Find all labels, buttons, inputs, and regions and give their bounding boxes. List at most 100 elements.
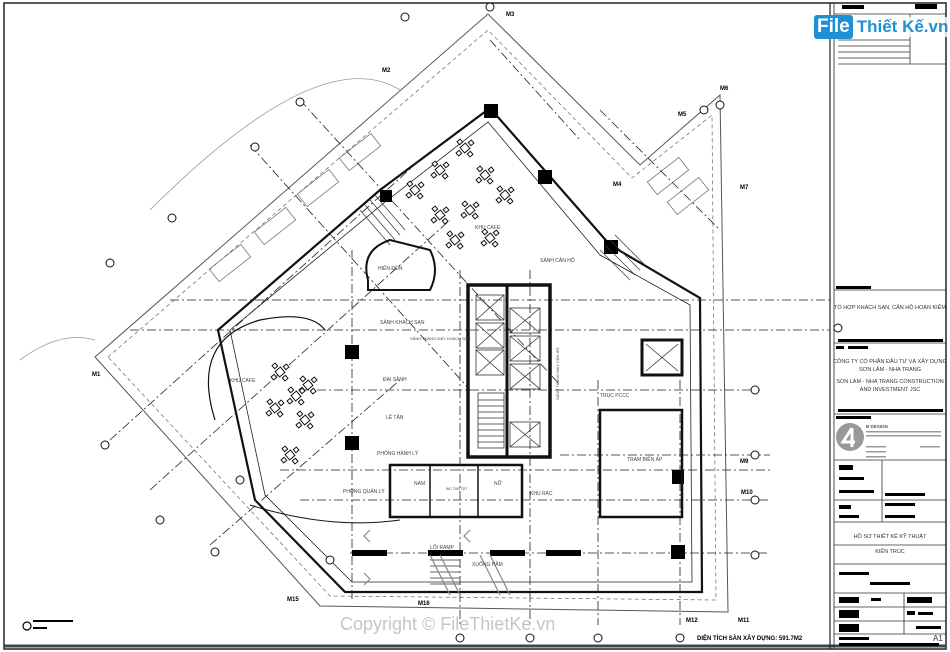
- cafe-table: [445, 230, 465, 250]
- axis-label: M11: [738, 618, 750, 624]
- cafe-table: [270, 362, 290, 382]
- area-note: DIỆN TÍCH SÀN XÂY DỰNG: 591.7M2: [697, 634, 803, 642]
- cafe-table: [430, 205, 450, 225]
- watermark: Copyright © FileThietKe.vn: [340, 614, 555, 634]
- grid-bubble: [750, 385, 760, 395]
- title-block: TỔ HỢP KHÁCH SẠN, CĂN HỘ HOÀN KIẾM CÔNG …: [829, 3, 947, 649]
- grid-lines: [109, 39, 830, 625]
- room-label: KHU CAFE: [230, 378, 256, 384]
- company-name-en: SON LAM - NHA TRANG CONSTRUCTION: [836, 379, 943, 385]
- axis-label: M2: [382, 68, 391, 74]
- grid-bubble: [593, 633, 603, 643]
- room-label: SẢNH THANG MÁY KHÁCH SẠN: [410, 336, 470, 341]
- apartment-elevator: [640, 338, 684, 377]
- discipline: KIẾN TRÚC: [875, 548, 905, 555]
- grid-bubble: [750, 450, 760, 460]
- company-name-vn-2: SƠN LÂM - NHA TRANG: [859, 366, 921, 373]
- designer-logo: B DESIGN: [836, 423, 941, 458]
- columns: [345, 104, 685, 559]
- room-label: LỄ TÂN: [386, 414, 404, 421]
- grid-bubble: [699, 105, 709, 115]
- room-label: KHU RÁC: [530, 490, 553, 497]
- room-label: XUỐNG HẦM: [472, 561, 503, 568]
- room-label: PHÒNG HÀNH LÝ: [377, 450, 419, 457]
- axis-label: M10: [741, 490, 753, 496]
- axis-label: M12: [686, 618, 698, 624]
- room-label: NAM: [414, 481, 425, 487]
- sheet-border: [3, 2, 947, 650]
- grid-bubble: [833, 323, 843, 333]
- cafe-table: [430, 160, 450, 180]
- designer-logo-mark: [840, 427, 855, 447]
- grid-bubble: [167, 213, 177, 223]
- cafe-table: [405, 180, 425, 200]
- cafe-tables: [265, 138, 515, 465]
- grid-bubble: [750, 495, 760, 505]
- grid-bubble: [715, 100, 725, 110]
- logo-file: File: [814, 15, 853, 39]
- grid-bubble: [100, 440, 110, 450]
- filethietke-logo: File Thiết Kế.vn: [814, 14, 949, 40]
- axis-label: M6: [720, 86, 729, 92]
- design-stage: HỒ SƠ THIẾT KẾ KỸ THUẬT: [854, 533, 928, 540]
- grid-bubble: [525, 633, 535, 643]
- room-label: LỐI RAMP: [430, 544, 455, 551]
- parking-stalls: [208, 132, 710, 283]
- axis-label: M4: [613, 182, 622, 188]
- drawing-caption: [22, 620, 73, 631]
- room-label: TRỤC PCCC: [600, 393, 630, 399]
- logo-text: Thiết Kế.vn: [856, 17, 949, 37]
- transformer-room: [598, 408, 684, 519]
- grid-bubble: [485, 2, 495, 12]
- axis-label: M5: [678, 112, 687, 118]
- grid-bubble: [105, 258, 115, 268]
- axis-label: M7: [740, 185, 749, 191]
- grid-bubble: [400, 12, 410, 22]
- stairs: [359, 194, 646, 585]
- axis-label: M9: [740, 459, 749, 465]
- axis-label: M3: [506, 12, 515, 18]
- project-name: TỔ HỢP KHÁCH SẠN, CĂN HỘ HOÀN KIẾM: [834, 304, 946, 311]
- axis-label: M16: [418, 601, 430, 607]
- elevator-core: [466, 283, 552, 459]
- room-label: HIÊN ĐÓN: [378, 264, 403, 272]
- svg-text:B DESIGN: B DESIGN: [866, 424, 888, 429]
- sheet-size: A1: [933, 634, 943, 643]
- room-label: SẢNH THANG MÁY CĂN HỘ: [555, 347, 560, 400]
- floor-plan: HIÊN ĐÓN KHU CAFE KHU CAFE SẢNH CĂN HỘ S…: [19, 2, 843, 643]
- grid-bubble: [155, 515, 165, 525]
- cafe-table: [298, 375, 318, 395]
- axis-label: M1: [92, 372, 101, 378]
- cafe-table: [495, 185, 515, 205]
- cafe-table: [455, 138, 475, 158]
- inner-outline: [229, 121, 693, 583]
- axis-label: M15: [287, 597, 299, 603]
- room-label: ĐẠI SẢNH: [383, 376, 407, 383]
- cafe-table: [480, 228, 500, 248]
- cafe-table: [265, 398, 285, 418]
- hien-don-canopy: [365, 238, 436, 291]
- grid-bubbles: [100, 2, 843, 643]
- grid-bubble: [750, 550, 760, 560]
- room-label: SẢNH CĂN HỘ: [540, 257, 575, 264]
- grid-bubble: [325, 555, 335, 565]
- grid-bubble: [250, 142, 260, 152]
- cafe-table: [295, 410, 315, 430]
- company-name-vn: CÔNG TY CỔ PHẦN ĐẦU TƯ VÀ XÂY DỰNG: [833, 358, 947, 365]
- cafe-table: [280, 445, 300, 465]
- cafe-table: [475, 165, 495, 185]
- room-label: SẢNH KHÁCH SẠN: [380, 319, 425, 326]
- ramp-arrows: [363, 529, 511, 596]
- wc-block: [388, 463, 524, 519]
- room-label: KHU CAFE: [475, 225, 501, 231]
- cafe-table: [460, 200, 480, 220]
- site-boundary: [94, 13, 729, 613]
- grid-bubble: [235, 475, 245, 485]
- grid-bubble: [675, 633, 685, 643]
- room-label: NỮ: [494, 480, 503, 487]
- room-label: WC TÀN TẬT: [446, 487, 468, 491]
- grid-bubble: [210, 547, 220, 557]
- room-label: PHÒNG QUẢN LÝ: [343, 488, 385, 495]
- cafe-table: [286, 386, 306, 406]
